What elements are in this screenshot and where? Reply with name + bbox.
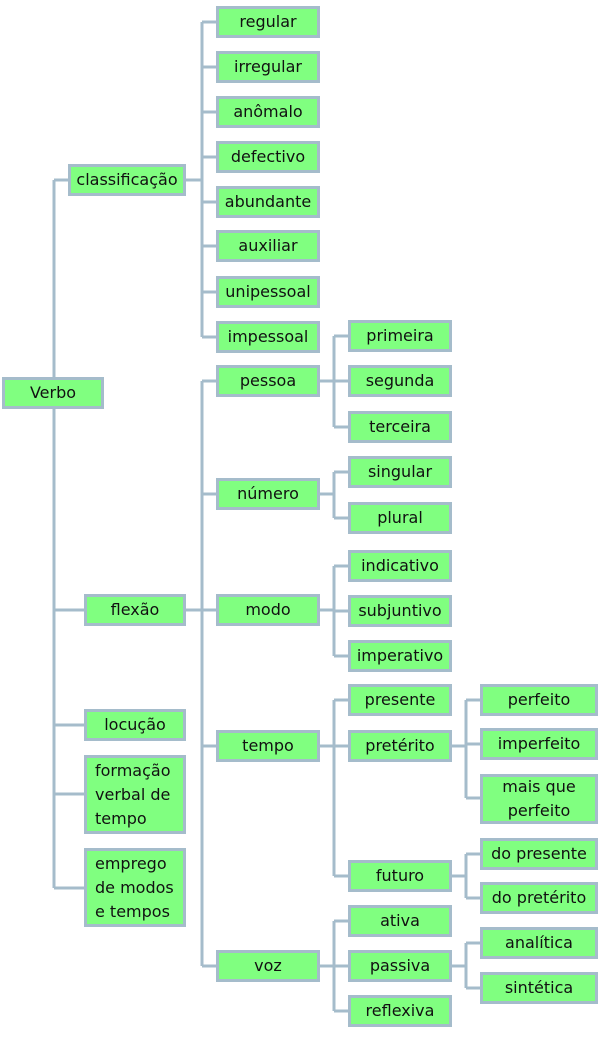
node-unipessoal: unipessoal <box>216 276 320 308</box>
node-analitica: analítica <box>480 927 598 959</box>
node-perfeito: perfeito <box>480 684 598 716</box>
node-abundante: abundante <box>216 186 320 218</box>
node-segunda: segunda <box>348 365 452 397</box>
node-imperativo: imperativo <box>348 640 452 672</box>
node-mais-que-perfeito: mais que perfeito <box>480 774 598 824</box>
node-regular: regular <box>216 6 320 38</box>
node-emprego-de-modos-e-tempos: emprego de modos e tempos <box>84 848 186 927</box>
node-presente: presente <box>348 684 452 716</box>
node-anomalo: anômalo <box>216 96 320 128</box>
node-reflexiva: reflexiva <box>348 995 452 1027</box>
node-passiva: passiva <box>348 950 452 982</box>
node-futuro: futuro <box>348 860 452 892</box>
node-tempo: tempo <box>216 730 320 762</box>
node-irregular: irregular <box>216 51 320 83</box>
node-do-presente: do presente <box>480 838 598 870</box>
node-imperfeito: imperfeito <box>480 728 598 760</box>
node-singular: singular <box>348 456 452 488</box>
node-auxiliar: auxiliar <box>216 230 320 262</box>
node-indicativo: indicativo <box>348 550 452 582</box>
node-verbo: Verbo <box>2 377 104 409</box>
node-terceira: terceira <box>348 411 452 443</box>
node-locucao: locução <box>84 709 186 741</box>
node-pessoa: pessoa <box>216 365 320 397</box>
node-subjuntivo: subjuntivo <box>348 595 452 627</box>
node-numero: número <box>216 478 320 510</box>
node-classificacao: classificação <box>68 164 186 196</box>
node-modo: modo <box>216 594 320 626</box>
node-do-preterito: do pretérito <box>480 882 598 914</box>
node-preterito: pretérito <box>348 730 452 762</box>
node-ativa: ativa <box>348 905 452 937</box>
node-flexao: flexão <box>84 594 186 626</box>
node-primeira: primeira <box>348 320 452 352</box>
node-defectivo: defectivo <box>216 141 320 173</box>
node-plural: plural <box>348 502 452 534</box>
node-sintetica: sintética <box>480 972 598 1004</box>
node-voz: voz <box>216 950 320 982</box>
node-formacao-verbal-de-tempo: formação verbal de tempo <box>84 755 186 834</box>
node-impessoal: impessoal <box>216 321 320 353</box>
